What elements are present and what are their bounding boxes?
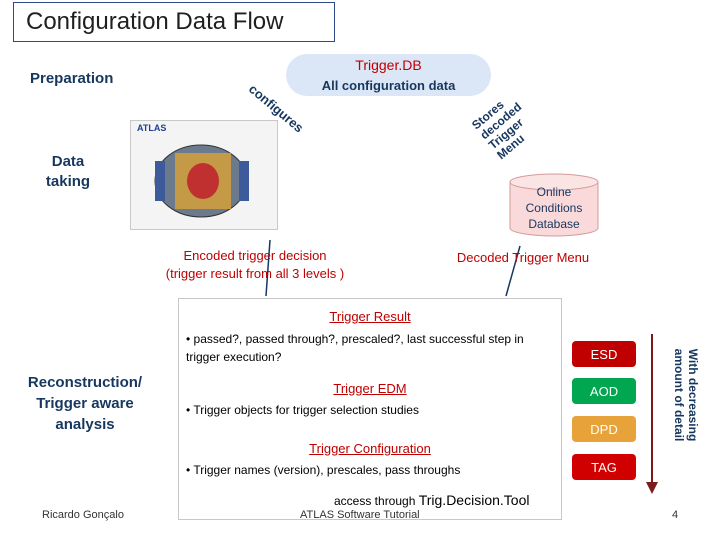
trigger-db-ellipse xyxy=(286,54,491,96)
encoded-line1: Encoded trigger decision xyxy=(183,248,327,263)
slide-title: Configuration Data Flow xyxy=(13,2,335,42)
access-line: access through Trig.Decision.Tool xyxy=(334,492,529,508)
footer-center: ATLAS Software Tutorial xyxy=(300,509,420,521)
trigger-config-text: • Trigger names (version), prescales, pa… xyxy=(186,463,461,477)
format-dpd-badge: DPD xyxy=(572,416,636,442)
access-prefix: access through xyxy=(334,494,419,508)
trigger-db-subtitle: All configuration data xyxy=(321,78,456,93)
trigger-edm-text: • Trigger objects for trigger selection … xyxy=(186,403,419,417)
decoded-menu-label: Decoded Trigger Menu xyxy=(456,250,590,265)
data-taking-label: Data taking xyxy=(45,153,91,190)
footer-author: Ricardo Gonçalo xyxy=(42,509,124,521)
footer-page: 4 xyxy=(672,509,679,521)
trigger-data-box xyxy=(178,298,562,520)
trigger-config-title: Trigger Configuration xyxy=(309,441,431,456)
online-db-cylinder xyxy=(509,173,599,237)
trigger-db-title: Trigger.DB xyxy=(355,57,422,73)
trig-decision-tool: Trig.Decision.Tool xyxy=(418,492,530,508)
trigger-result-text: • passed?, passed through?, prescaled?, … xyxy=(186,332,524,364)
encoded-decision-label: Encoded trigger decision (trigger result… xyxy=(146,247,364,283)
reconstruction-label: Reconstruction/ Trigger aware analysis xyxy=(27,374,143,433)
atlas-detector-image: ATLAS xyxy=(130,120,278,230)
preparation-label: Preparation xyxy=(30,70,114,87)
format-esd-badge: ESD xyxy=(572,341,636,367)
atlas-detector-graphic xyxy=(154,144,249,218)
detector-label: ATLAS xyxy=(137,123,167,133)
trigger-result-title: Trigger Result xyxy=(329,309,411,324)
encoded-line2: (trigger result from all 3 levels ) xyxy=(165,266,345,281)
format-aod-badge: AOD xyxy=(572,378,636,404)
trigger-edm-title: Trigger EDM xyxy=(333,381,407,396)
format-tag-badge: TAG xyxy=(572,454,636,480)
online-db-label: Online Conditions Database xyxy=(525,185,583,231)
detail-label: With decreasing amount of detail xyxy=(672,348,700,442)
